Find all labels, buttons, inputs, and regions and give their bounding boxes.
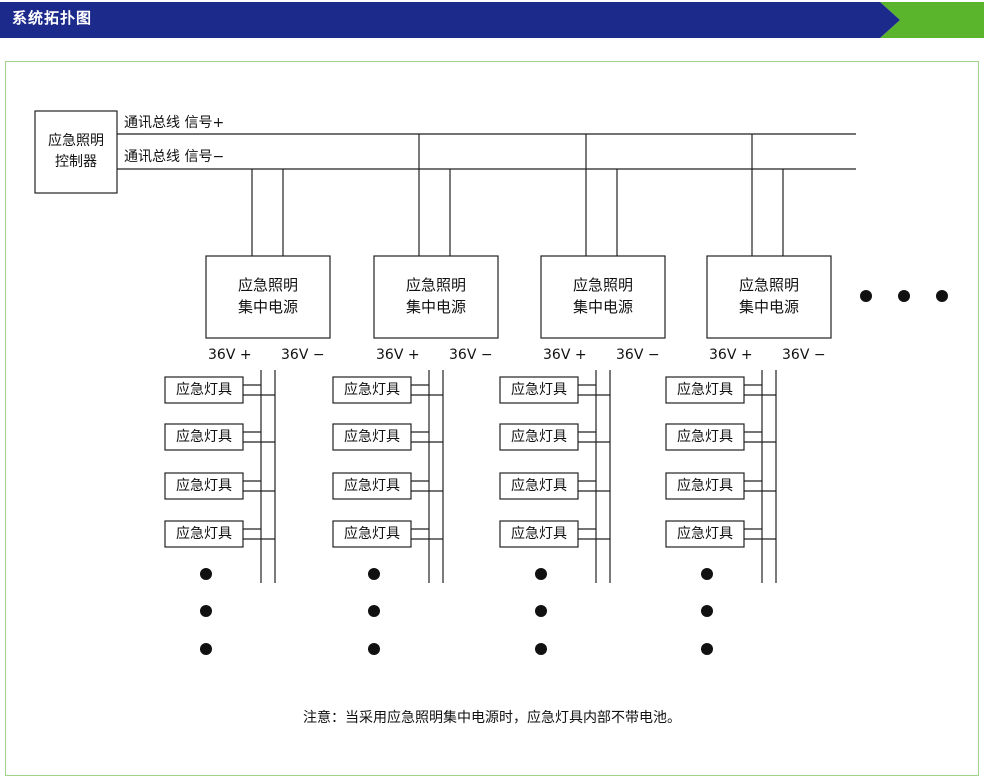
lamp-label: 应急灯具: [511, 429, 567, 445]
bus-minus-label: 通讯总线 信号−: [124, 149, 225, 165]
lamp-label: 应急灯具: [677, 526, 733, 542]
ellipsis-dot: [860, 290, 872, 302]
psu-line2: 集中电源: [572, 298, 633, 316]
lamp-box: [164, 376, 244, 404]
psu-line1: 应急照明: [738, 276, 799, 294]
ellipsis-dot: [368, 643, 380, 655]
lamp-box: [499, 520, 579, 548]
voltage-plus-label: 36V +: [543, 347, 587, 363]
ellipsis-dot: [200, 643, 212, 655]
lamp-box: [332, 520, 412, 548]
controller-line1: 应急照明: [48, 133, 104, 149]
ellipsis-dot: [936, 290, 948, 302]
psu-box: [373, 255, 499, 339]
lamp-label: 应急灯具: [511, 478, 567, 494]
lamp-label: 应急灯具: [176, 382, 232, 398]
ellipsis-dot: [701, 643, 713, 655]
psu-line2: 集中电源: [738, 298, 799, 316]
diagram-frame: [5, 61, 979, 776]
lamp-box: [499, 376, 579, 404]
psu-box: [540, 255, 666, 339]
lamp-box: [665, 472, 745, 500]
lamp-box: [499, 423, 579, 451]
ellipsis-dot: [200, 568, 212, 580]
psu-label: 应急照明 集中电源: [375, 274, 497, 318]
lamp-label: 应急灯具: [677, 429, 733, 445]
lamp-box: [665, 423, 745, 451]
bus-plus-label: 通讯总线 信号+: [124, 115, 225, 131]
controller-line2: 控制器: [55, 154, 97, 170]
psu-line1: 应急照明: [572, 276, 633, 294]
lamp-box: [164, 520, 244, 548]
lamp-label: 应急灯具: [344, 429, 400, 445]
voltage-minus-label: 36V −: [449, 347, 493, 363]
voltage-plus-label: 36V +: [709, 347, 753, 363]
ellipsis-dot: [898, 290, 910, 302]
lamp-box: [665, 376, 745, 404]
lamp-label: 应急灯具: [344, 382, 400, 398]
ellipsis-dot: [200, 605, 212, 617]
ellipsis-dot: [535, 643, 547, 655]
voltage-minus-label: 36V −: [782, 347, 826, 363]
ellipsis-dot: [535, 605, 547, 617]
controller-box: [34, 110, 118, 194]
voltage-minus-label: 36V −: [616, 347, 660, 363]
voltage-minus-label: 36V −: [281, 347, 325, 363]
ellipsis-dot: [368, 605, 380, 617]
voltage-plus-label: 36V +: [208, 347, 252, 363]
psu-label: 应急照明 集中电源: [708, 274, 830, 318]
header-bar: [0, 2, 984, 38]
lamp-box: [332, 423, 412, 451]
page-title: 系统拓扑图: [12, 9, 93, 27]
psu-box: [706, 255, 832, 339]
psu-label: 应急照明 集中电源: [207, 274, 329, 318]
lamp-label: 应急灯具: [344, 478, 400, 494]
ellipsis-dot: [701, 568, 713, 580]
ellipsis-dot: [368, 568, 380, 580]
lamp-label: 应急灯具: [344, 526, 400, 542]
psu-line2: 集中电源: [237, 298, 298, 316]
psu-line1: 应急照明: [237, 276, 298, 294]
lamp-label: 应急灯具: [176, 526, 232, 542]
psu-label: 应急照明 集中电源: [542, 274, 664, 318]
ellipsis-dot: [701, 605, 713, 617]
lamp-label: 应急灯具: [176, 478, 232, 494]
lamp-label: 应急灯具: [511, 382, 567, 398]
lamp-label: 应急灯具: [677, 382, 733, 398]
ellipsis-dot: [535, 568, 547, 580]
psu-box: [205, 255, 331, 339]
lamp-box: [332, 472, 412, 500]
psu-line2: 集中电源: [405, 298, 466, 316]
voltage-plus-label: 36V +: [376, 347, 420, 363]
lamp-box: [665, 520, 745, 548]
lamp-label: 应急灯具: [677, 478, 733, 494]
controller-label: 应急照明 控制器: [36, 131, 116, 173]
lamp-box: [164, 472, 244, 500]
lamp-label: 应急灯具: [511, 526, 567, 542]
lamp-box: [332, 376, 412, 404]
lamp-box: [499, 472, 579, 500]
lamp-box: [164, 423, 244, 451]
footnote: 注意：当采用应急照明集中电源时，应急灯具内部不带电池。: [303, 710, 681, 726]
psu-line1: 应急照明: [405, 276, 466, 294]
lamp-label: 应急灯具: [176, 429, 232, 445]
